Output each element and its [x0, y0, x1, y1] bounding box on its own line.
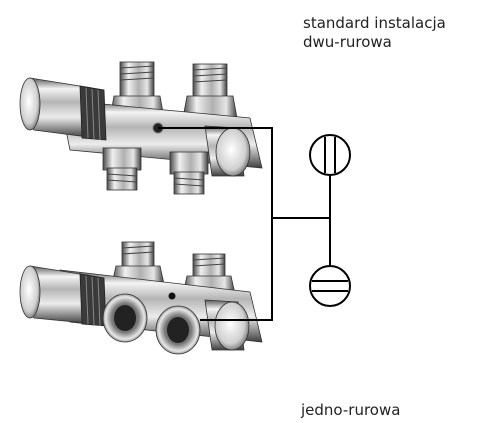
two-pipe-label-line2: dwu-rurowa	[303, 33, 392, 51]
two-pipe-label: standard instalacja dwu-rurowa	[303, 14, 446, 52]
one-pipe-valve-image	[19, 241, 263, 355]
valve-upper-handle	[19, 77, 107, 141]
valve-upper-outlet-right	[169, 151, 209, 195]
valve-lower-handle	[19, 265, 107, 327]
two-pipe-valve-image	[19, 61, 263, 195]
connector-lines	[158, 127, 331, 321]
valve-upper-pipe-end	[204, 125, 251, 177]
two-pipe-symbol-icon	[309, 134, 351, 176]
one-pipe-label: jedno-rurowa	[301, 401, 401, 419]
one-pipe-symbol-icon	[309, 265, 351, 307]
connector-upper	[158, 127, 273, 321]
valve-upper-outlet-left	[102, 147, 142, 191]
valve-lower-port-left	[102, 293, 148, 343]
valve-lower-port-right	[155, 305, 201, 355]
two-pipe-label-line1: standard instalacja	[303, 14, 446, 32]
valve-lower-pipe-end	[204, 299, 250, 351]
